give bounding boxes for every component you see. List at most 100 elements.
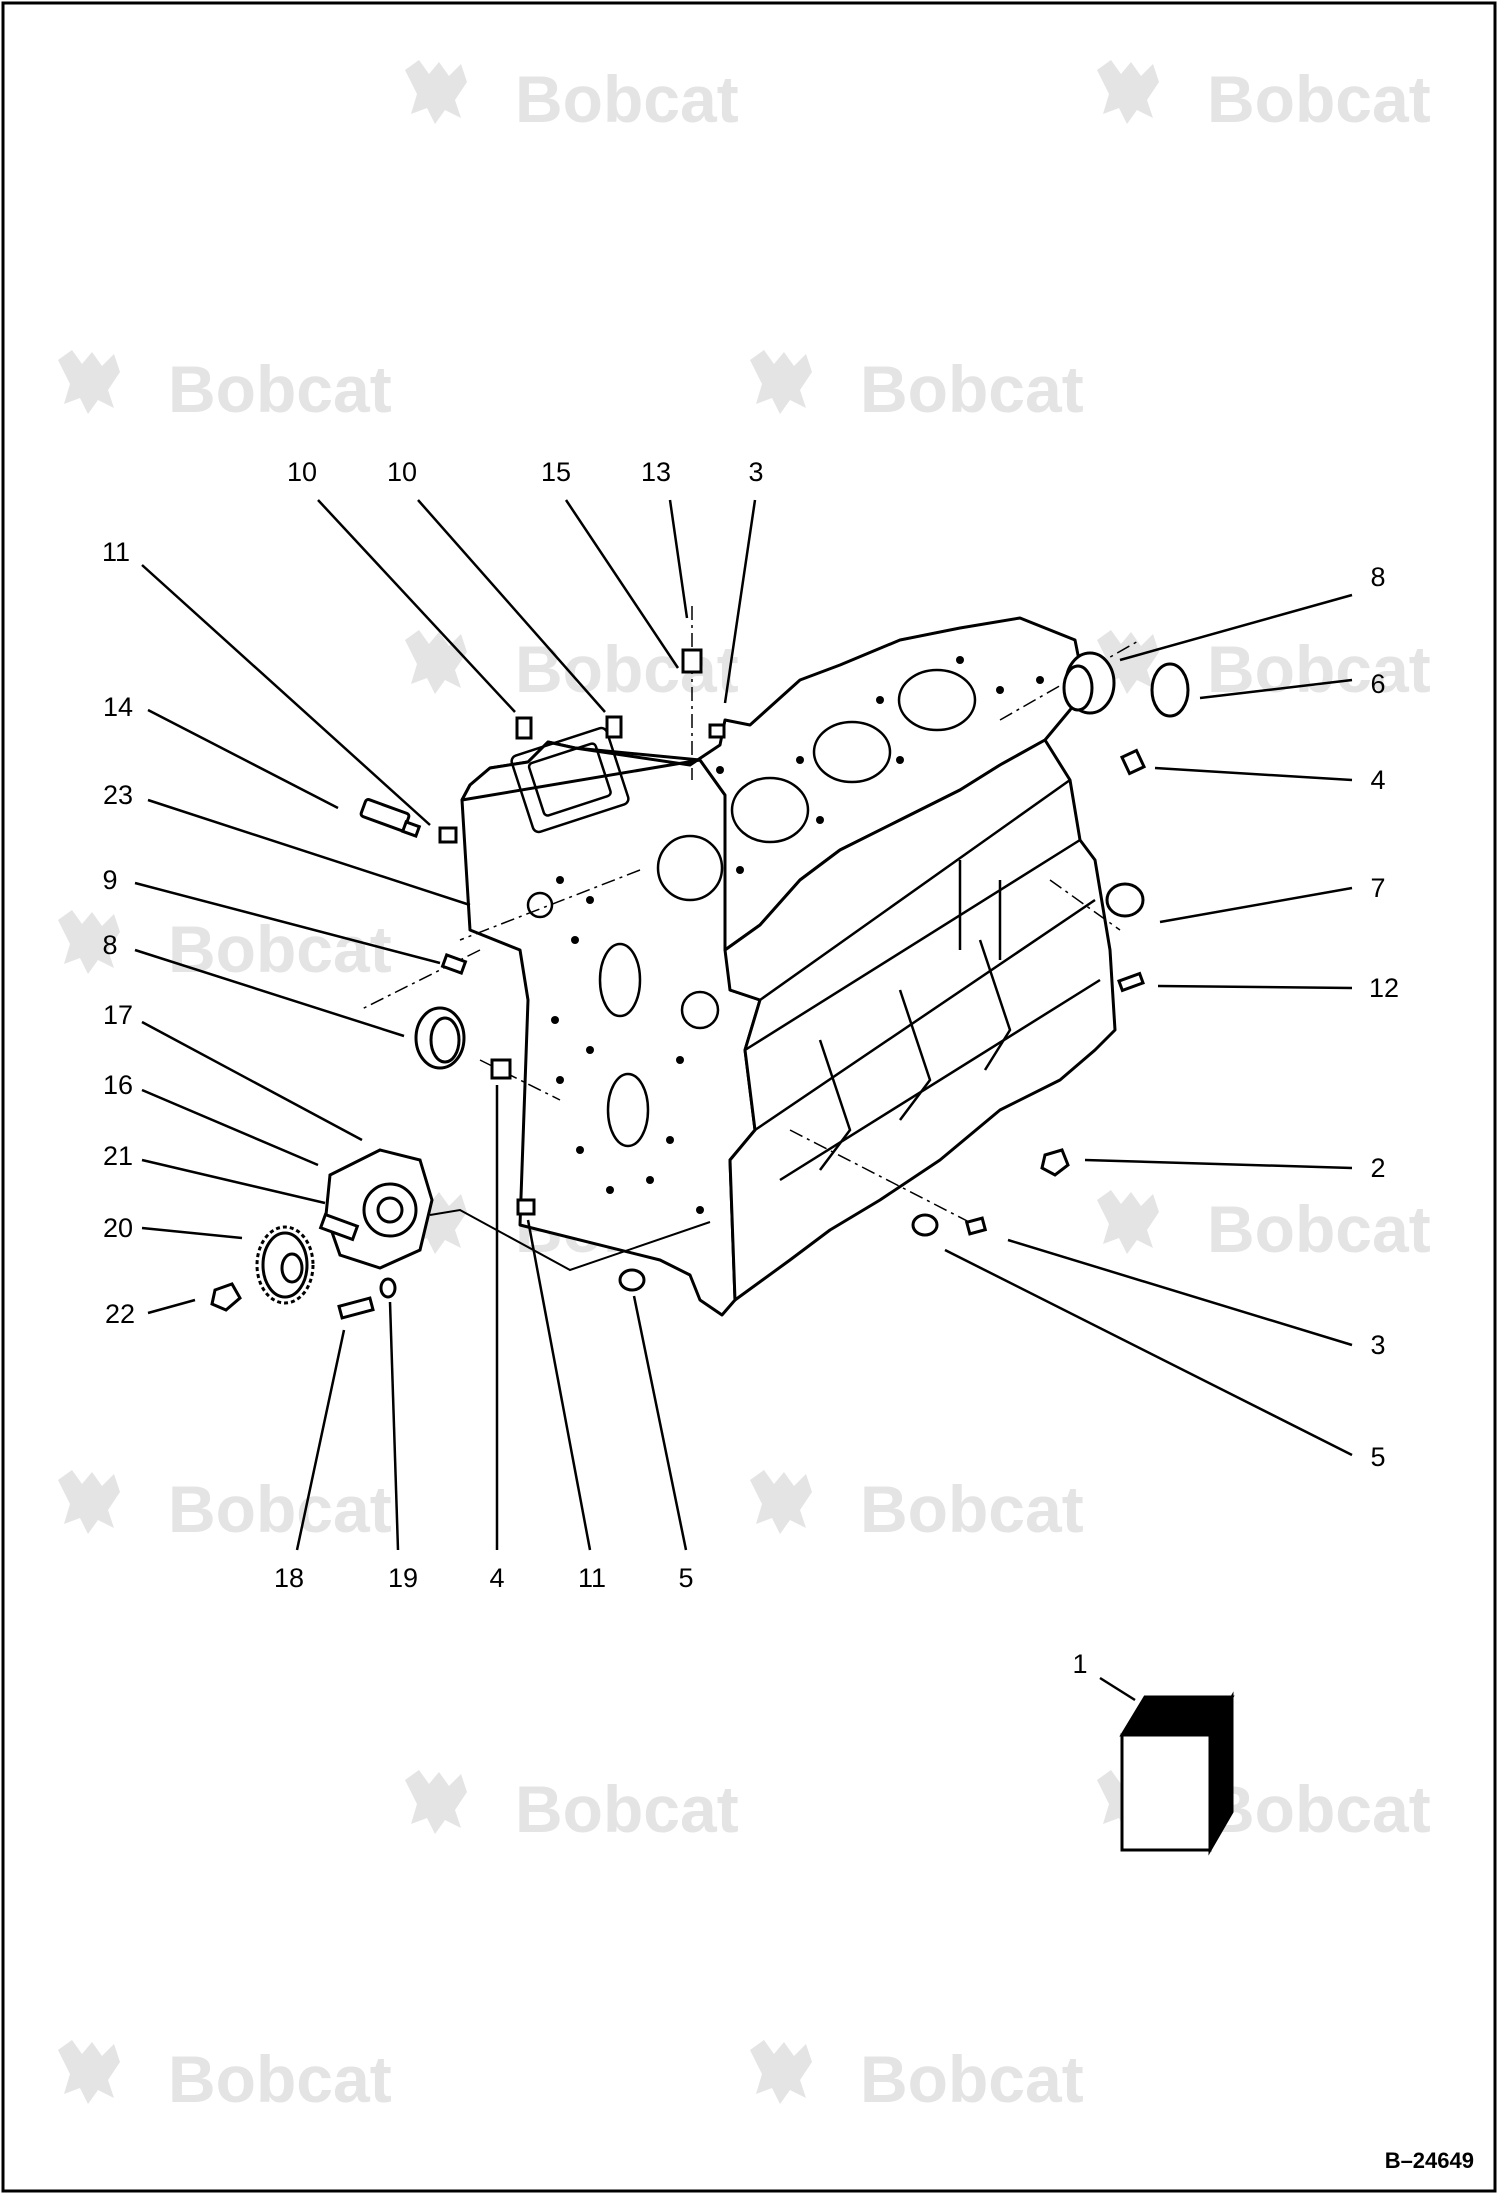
svg-text:Bobcat: Bobcat [860,352,1084,426]
leader-7 [1159,886,1353,924]
callout-3-right: 3 [1370,1330,1385,1360]
callout-17: 17 [103,1000,133,1030]
watermark: Bobcat [1097,1770,1431,1846]
part-7-seal [1105,882,1145,918]
part-8-seal-top [1062,651,1116,715]
callout-11-top: 11 [102,537,130,567]
callout-3-top: 3 [748,457,763,487]
leader-21 [141,1158,326,1205]
leader-5right [944,1248,1353,1457]
callout-10a: 10 [287,457,317,487]
part-18-bolt [337,1296,375,1320]
part-5-plug-bottom [618,1268,646,1292]
part-10-dowel-a [515,716,533,740]
part-4-plug-right [1119,748,1147,776]
leader-6 [1199,678,1353,700]
leader-23 [147,798,471,907]
callout-21: 21 [103,1141,133,1171]
callout-labels: 10 10 15 13 3 11 14 23 9 8 17 16 21 20 2… [102,457,1399,1679]
watermark: Bobcat [58,2040,392,2116]
part-3-screw-top [708,723,726,739]
center-lines [359,606,1141,1226]
leader-22 [147,1298,196,1315]
watermark: Bobcat [1097,1190,1431,1266]
callout-8-right: 8 [1370,562,1385,592]
callout-19: 19 [388,1563,418,1593]
leader-5bot [632,1295,688,1551]
svg-text:Bobcat: Bobcat [1207,1772,1431,1846]
svg-text:Bobcat: Bobcat [168,912,392,986]
leader-4right [1154,766,1353,782]
watermark: Bobcat [58,1470,392,1546]
svg-text:Bobcat: Bobcat [168,352,392,426]
leader-8right [1119,593,1353,662]
callout-9: 9 [102,865,117,895]
callout-4-bottom: 4 [489,1563,504,1593]
callout-15: 15 [541,457,571,487]
callout-14: 14 [103,692,133,722]
leader-3top [723,499,757,704]
leader-20 [141,1226,243,1240]
leader-10a [317,499,516,713]
callout-5-bottom: 5 [678,1563,693,1593]
part-20-gear [255,1225,315,1305]
leader-19 [388,1301,400,1551]
part-9-bolt [440,953,468,975]
leader-15 [564,499,680,669]
leader-8left [134,948,405,1038]
watermark: Bobcat [750,350,1084,426]
callout-11-bottom: 11 [578,1563,606,1593]
callout-18: 18 [274,1563,304,1593]
part-11-dowel-top [438,826,458,844]
part-2-plug [1040,1148,1070,1177]
leader-11bot [526,1219,592,1551]
part-14-sensor [359,798,422,839]
part-11-dowel-bottom [516,1198,536,1216]
part-21-shaft [318,1212,360,1242]
watermark: Bobcat [405,60,739,136]
watermark: Bobcat [405,1770,739,1846]
callout-10b: 10 [387,457,417,487]
leader-16 [141,1088,319,1167]
watermark: Bobcat [1097,60,1431,136]
callout-12: 12 [1369,973,1399,1003]
callout-4-right: 4 [1370,765,1385,795]
part-15-nozzle [681,648,703,674]
leader-lines [134,499,1353,1702]
part-10-dowel-b [605,715,623,739]
svg-text:Bobcat: Bobcat [1207,632,1431,706]
leader-12 [1157,984,1353,990]
callout-5-right: 5 [1370,1442,1385,1472]
callout-16: 16 [103,1070,133,1100]
part-4-plug-bottom [490,1058,512,1080]
part-6-plug [1150,662,1190,718]
watermark: Bobcat [58,350,392,426]
block-front-face [460,740,762,1317]
part-19-washer [379,1277,397,1299]
leader-17 [141,1020,363,1142]
leader-10b [417,499,606,713]
leader-3right [1007,1238,1353,1347]
watermark: Bobcat [750,2040,1084,2116]
leader-14 [147,708,339,810]
svg-text:Bobcat: Bobcat [515,632,739,706]
svg-text:Bobcat: Bobcat [515,1772,739,1846]
callout-1: 1 [1072,1649,1087,1679]
callout-7: 7 [1370,873,1385,903]
svg-text:Bobcat: Bobcat [1207,62,1431,136]
watermark: Bobcat [750,1470,1084,1546]
leader-13 [668,499,689,619]
part-22-nut [210,1282,242,1312]
callout-23: 23 [103,780,133,810]
block-details [510,668,1101,1182]
svg-text:Bobcat: Bobcat [168,1472,392,1546]
callout-20: 20 [103,1213,133,1243]
callout-8-left: 8 [102,930,117,960]
part-1-gasket-kit [356,1691,1235,1856]
svg-text:Bobcat: Bobcat [515,62,739,136]
callout-6: 6 [1370,669,1385,699]
leader-1 [1099,1676,1136,1702]
